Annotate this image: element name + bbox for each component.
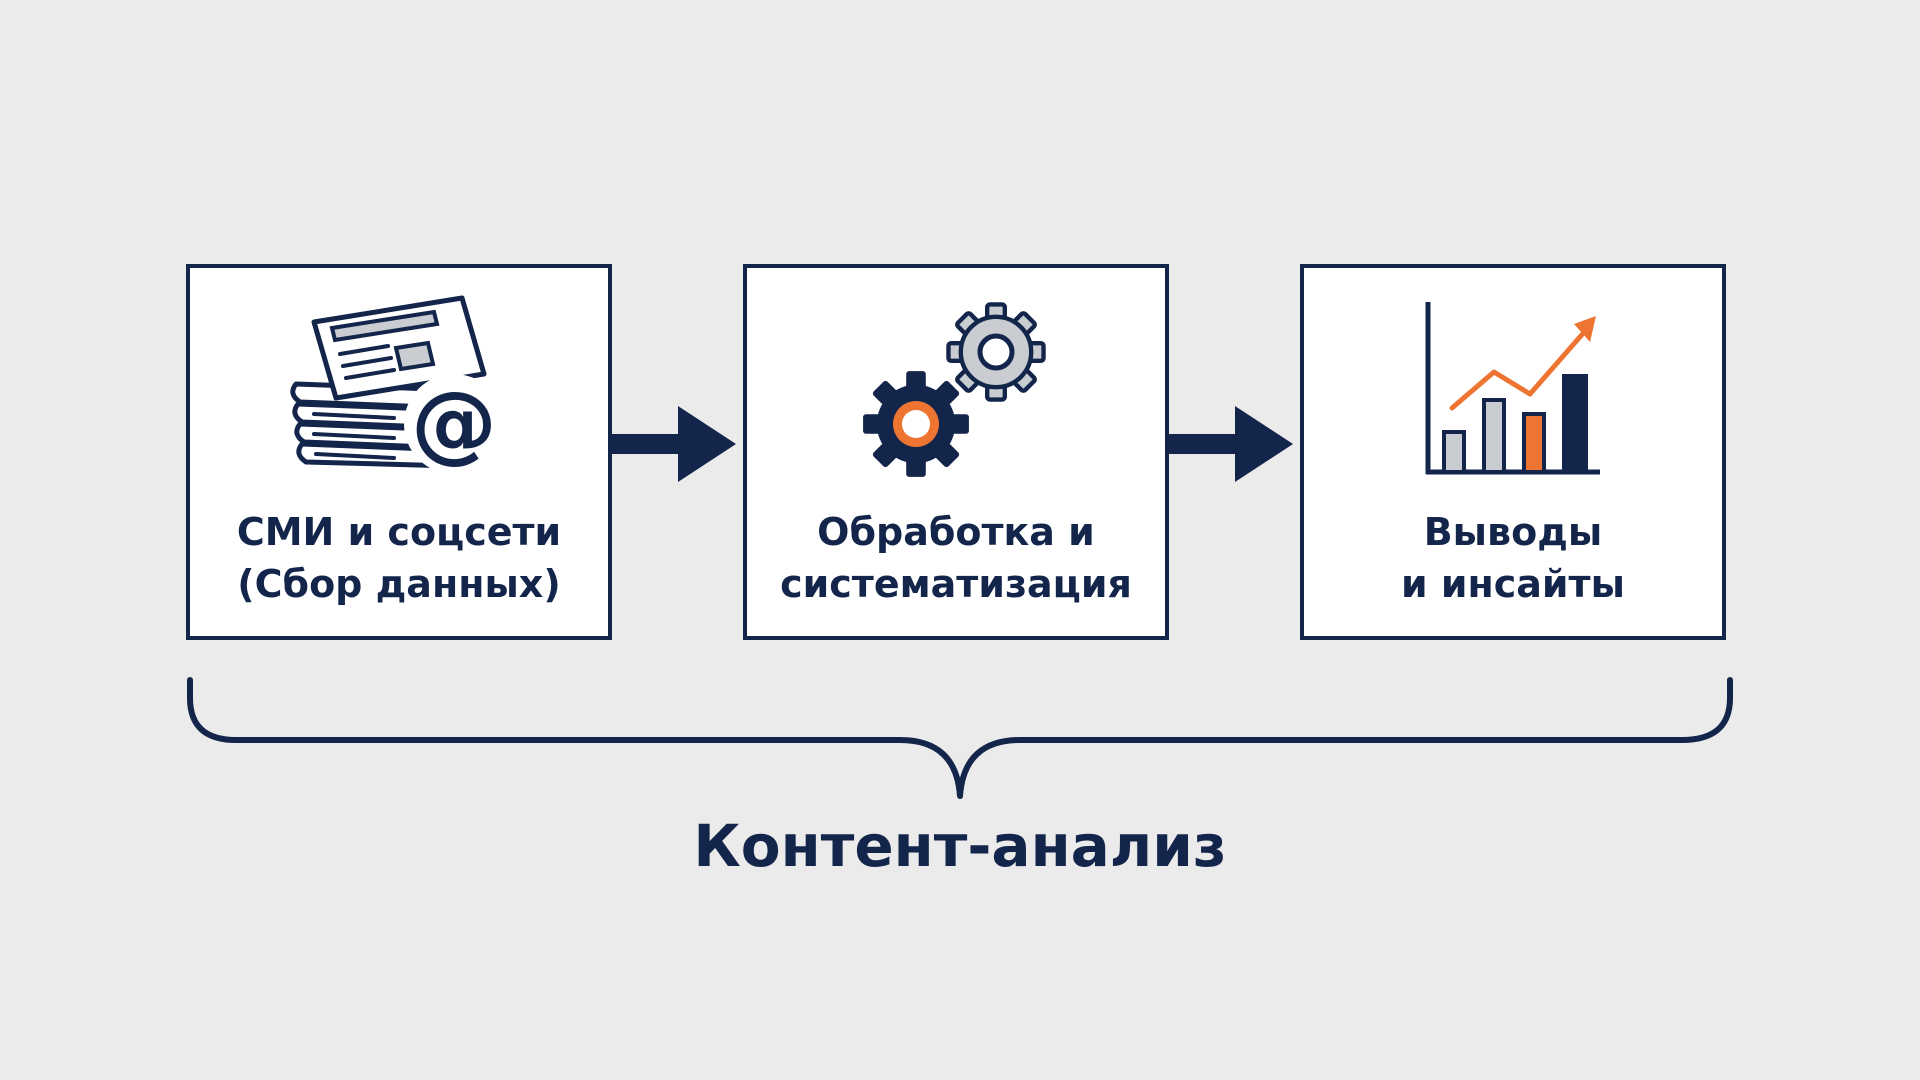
step-label-line1: СМИ и соцсети [236, 510, 562, 554]
step-label-line1: Выводы [1423, 510, 1603, 554]
gears-icon [747, 294, 1165, 484]
step-label-line2: и инсайты [1401, 562, 1625, 606]
svg-text:@: @ [411, 373, 497, 473]
summary-label: Контент-анализ [693, 812, 1227, 880]
step-label-line2: (Сбор данных) [237, 562, 561, 606]
step-box-media: @ СМИ и соцсети (Сбор данных) [186, 264, 612, 640]
step-box-processing: Обработка и систематизация [743, 264, 1169, 640]
curly-brace [187, 677, 1733, 799]
step-label-media: СМИ и соцсети (Сбор данных) [190, 506, 608, 610]
arrow-right-icon [612, 406, 736, 482]
newspaper-email-icon: @ [190, 294, 608, 484]
step-label-insights: Выводы и инсайты [1304, 506, 1722, 610]
step-label-line1: Обработка и [817, 510, 1095, 554]
step-box-insights: Выводы и инсайты [1300, 264, 1726, 640]
step-label-processing: Обработка и систематизация [747, 506, 1165, 610]
bar-chart-growth-icon [1304, 294, 1722, 484]
arrow-right-icon [1169, 406, 1293, 482]
step-label-line2: систематизация [780, 562, 1132, 606]
